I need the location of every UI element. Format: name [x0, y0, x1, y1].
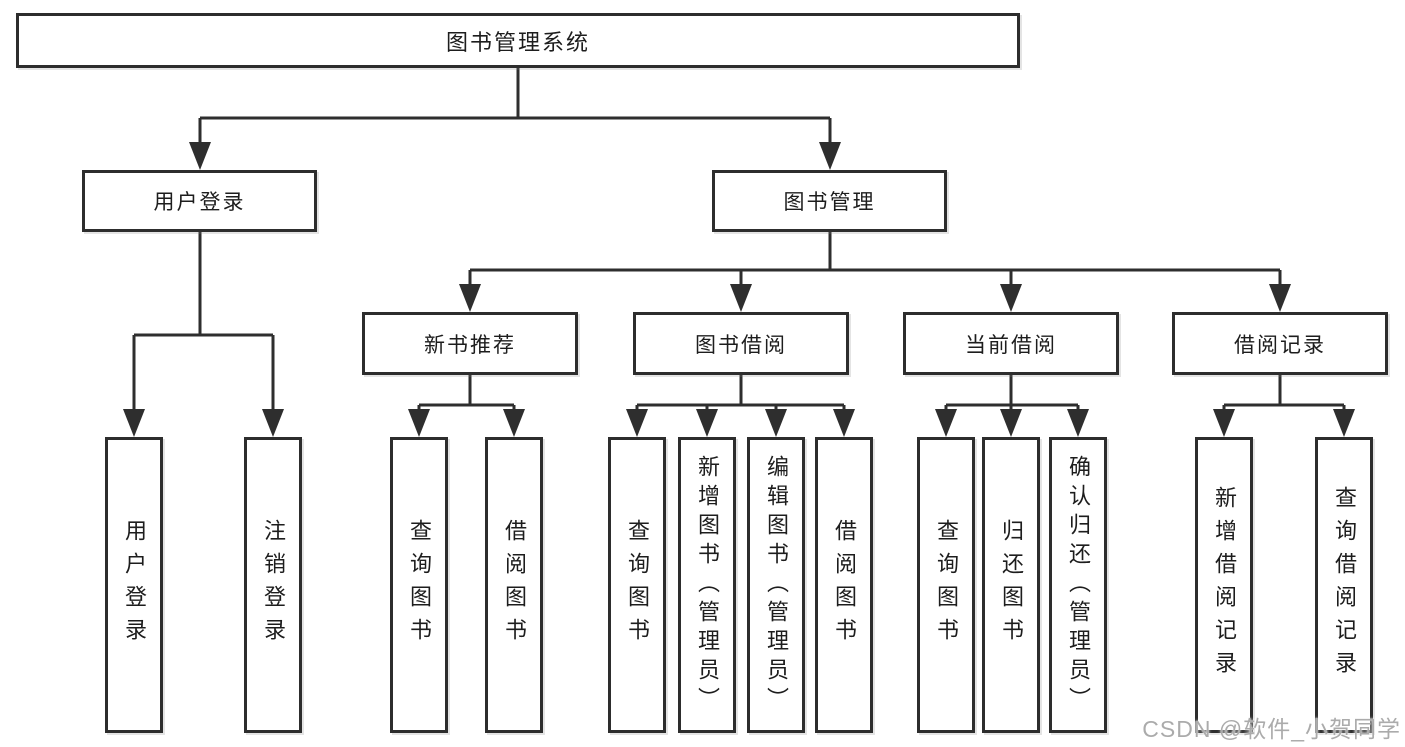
- leaf-edit-book-admin: 编辑图书（管理员）: [747, 437, 805, 733]
- arrowhead-icon: [503, 409, 525, 437]
- node-book-management: 图书管理: [712, 170, 947, 232]
- arrowhead-icon: [626, 409, 648, 437]
- leaf-label: 注销登录: [261, 519, 286, 651]
- arrowhead-icon: [1067, 409, 1089, 437]
- node-current-borrowing: 当前借阅: [903, 312, 1119, 375]
- arrowhead-icon: [1000, 409, 1022, 437]
- leaf-user-login: 用户登录: [105, 437, 163, 733]
- leaf-query-books-current: 查询图书: [917, 437, 975, 733]
- arrowhead-icon: [765, 409, 787, 437]
- leaf-label: 查询图书: [934, 519, 959, 651]
- leaf-confirm-return-admin: 确认归还（管理员）: [1049, 437, 1107, 733]
- leaf-label: 编辑图书（管理员）: [764, 454, 789, 716]
- leaf-label: 用户登录: [122, 519, 147, 651]
- node-label: 图书借阅: [695, 333, 787, 357]
- arrowhead-icon: [696, 409, 718, 437]
- arrowhead-icon: [833, 409, 855, 437]
- leaf-label: 新增图书（管理员）: [695, 454, 720, 716]
- leaf-label: 确认归还（管理员）: [1066, 454, 1091, 716]
- arrowhead-icon: [189, 142, 211, 170]
- leaf-label: 查询图书: [625, 519, 650, 651]
- arrowhead-icon: [1333, 409, 1355, 437]
- leaf-borrow-books-recommend: 借阅图书: [485, 437, 543, 733]
- node-library-management-system: 图书管理系统: [16, 13, 1020, 68]
- leaf-return-book: 归还图书: [982, 437, 1040, 733]
- leaf-query-borrow-record: 查询借阅记录: [1315, 437, 1373, 733]
- node-new-book-recommend: 新书推荐: [362, 312, 578, 375]
- arrowhead-icon: [123, 409, 145, 437]
- leaf-label: 查询图书: [407, 519, 432, 651]
- node-book-borrowing: 图书借阅: [633, 312, 849, 375]
- node-user-login: 用户登录: [82, 170, 317, 232]
- arrowhead-icon: [1000, 284, 1022, 312]
- leaf-add-book-admin: 新增图书（管理员）: [678, 437, 736, 733]
- arrowhead-icon: [819, 142, 841, 170]
- leaf-label: 归还图书: [999, 519, 1024, 651]
- leaf-borrow-books: 借阅图书: [815, 437, 873, 733]
- node-label: 新书推荐: [424, 333, 516, 357]
- leaf-label: 借阅图书: [502, 519, 527, 651]
- leaf-label: 新增借阅记录: [1212, 486, 1237, 684]
- leaf-label: 借阅图书: [832, 519, 857, 651]
- leaf-label: 查询借阅记录: [1332, 486, 1357, 684]
- leaf-logout: 注销登录: [244, 437, 302, 733]
- arrowhead-icon: [408, 409, 430, 437]
- node-label: 借阅记录: [1234, 333, 1326, 357]
- arrowhead-icon: [1213, 409, 1235, 437]
- watermark-text: CSDN @软件_小贺同学: [1142, 716, 1401, 742]
- node-borrow-records: 借阅记录: [1172, 312, 1388, 375]
- node-label: 用户登录: [153, 191, 246, 214]
- arrowhead-icon: [262, 409, 284, 437]
- leaf-query-books-borrowing: 查询图书: [608, 437, 666, 733]
- node-label: 图书管理: [783, 191, 876, 214]
- leaf-query-books-recommend: 查询图书: [390, 437, 448, 733]
- leaf-add-borrow-record: 新增借阅记录: [1195, 437, 1253, 733]
- arrowhead-icon: [1269, 284, 1291, 312]
- arrowhead-icon: [459, 284, 481, 312]
- arrowhead-icon: [935, 409, 957, 437]
- arrowhead-icon: [730, 284, 752, 312]
- node-label: 图书管理系统: [445, 29, 590, 55]
- node-label: 当前借阅: [965, 333, 1057, 357]
